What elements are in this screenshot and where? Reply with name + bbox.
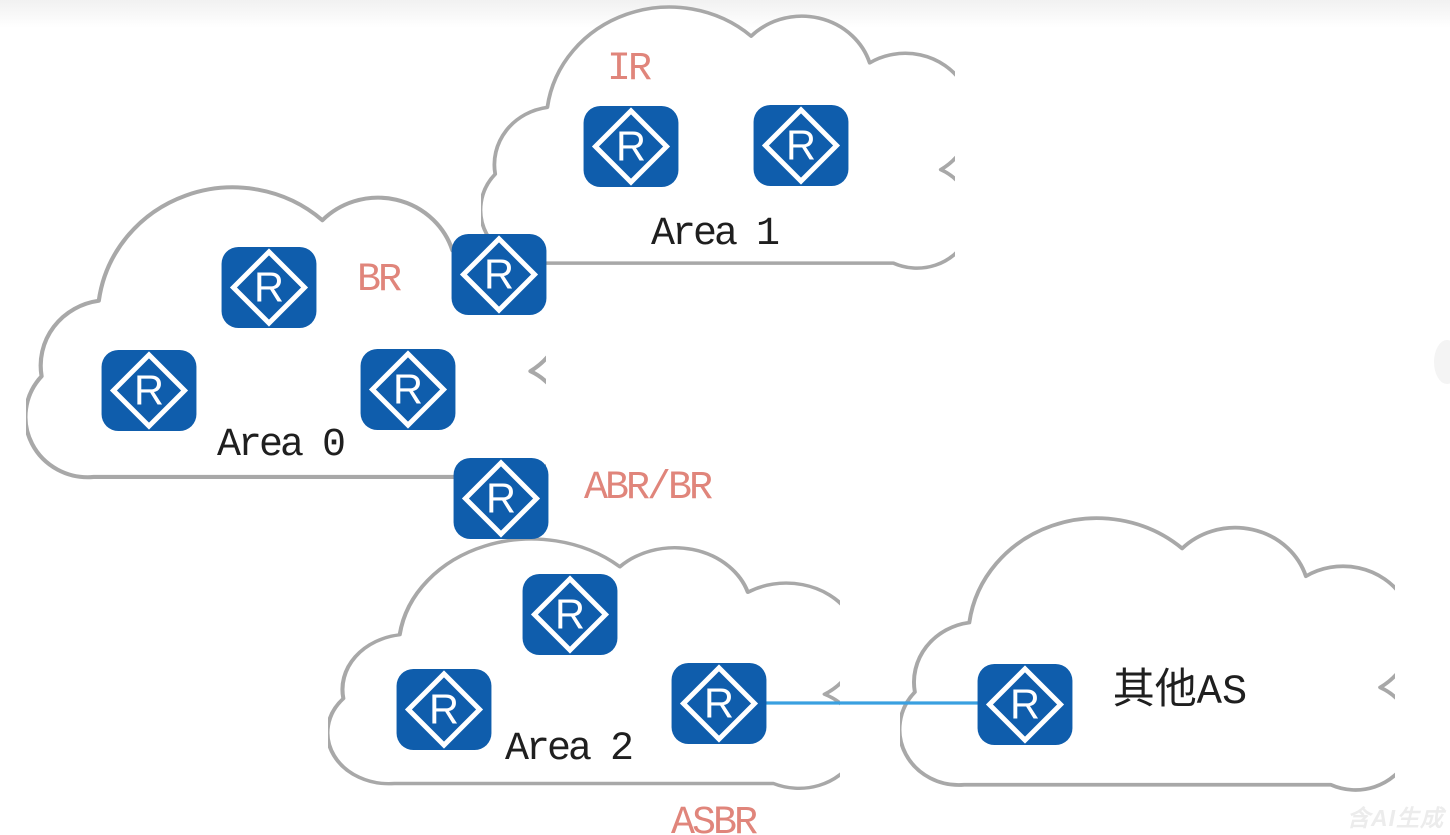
- area1-label: Area 1: [650, 212, 780, 257]
- edge-artifact: [1434, 340, 1450, 384]
- router-icon-asbr: [672, 663, 767, 744]
- router-icon-area2-2: [397, 669, 492, 750]
- router-icon-area2-1: [523, 574, 618, 655]
- router-icon-br-border: [452, 234, 547, 315]
- area2-label: Area 2: [504, 727, 634, 772]
- other-as-cloud-fill: [900, 518, 1395, 790]
- other-as-label: 其他AS: [1112, 668, 1248, 716]
- router-icon-area1-2: [754, 105, 849, 186]
- asbr-role-label: ASBR: [670, 801, 758, 835]
- router-icon-area0-3: [361, 349, 456, 430]
- router-icon-area0-2: [102, 350, 197, 431]
- ai-generated-watermark: 含AI生成: [1347, 805, 1444, 831]
- router-icon-area0-1: [222, 247, 317, 328]
- router-icon-abr-border: [454, 458, 549, 539]
- abr-br-role-label: ABR/BR: [583, 466, 713, 511]
- br-role-label: BR: [356, 258, 402, 303]
- router-icon-other-as: [978, 664, 1073, 745]
- area0-label: Area 0: [216, 423, 346, 468]
- router-icon-area1-1: [584, 106, 679, 187]
- ir-role-label: IR: [606, 47, 652, 92]
